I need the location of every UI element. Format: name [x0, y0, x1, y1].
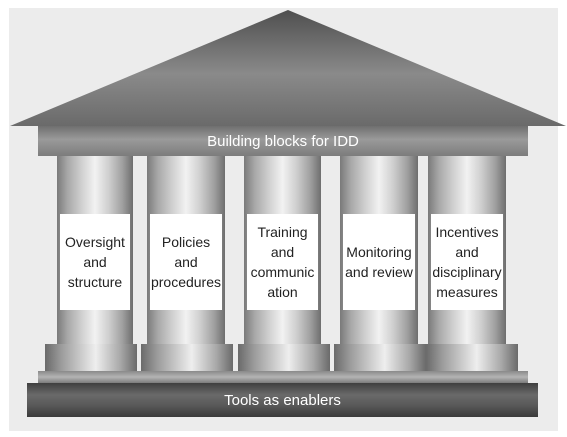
pillar: Oversight and structure	[57, 156, 133, 344]
pillar: Training and communic ation	[244, 156, 321, 344]
pillar: Policies and procedures	[147, 156, 225, 344]
foundation-label: Tools as enablers	[27, 383, 538, 417]
pillar-base	[238, 344, 330, 371]
foundation-step	[38, 371, 528, 383]
pillar-label: Incentives and disciplinary measures	[431, 214, 503, 310]
pillar-label: Policies and procedures	[150, 214, 222, 310]
pillar-base	[334, 344, 426, 371]
pillar: Monitoring and review	[340, 156, 418, 344]
pillar-label: Monitoring and review	[343, 214, 415, 310]
architrave-title: Building blocks for IDD	[38, 126, 528, 156]
pillar-base	[141, 344, 233, 371]
pillar-label: Oversight and structure	[60, 214, 130, 310]
pillar: Incentives and disciplinary measures	[428, 156, 506, 344]
pillar-base	[45, 344, 137, 371]
pillar-label: Training and communic ation	[247, 214, 318, 310]
pillar-base	[426, 344, 518, 371]
